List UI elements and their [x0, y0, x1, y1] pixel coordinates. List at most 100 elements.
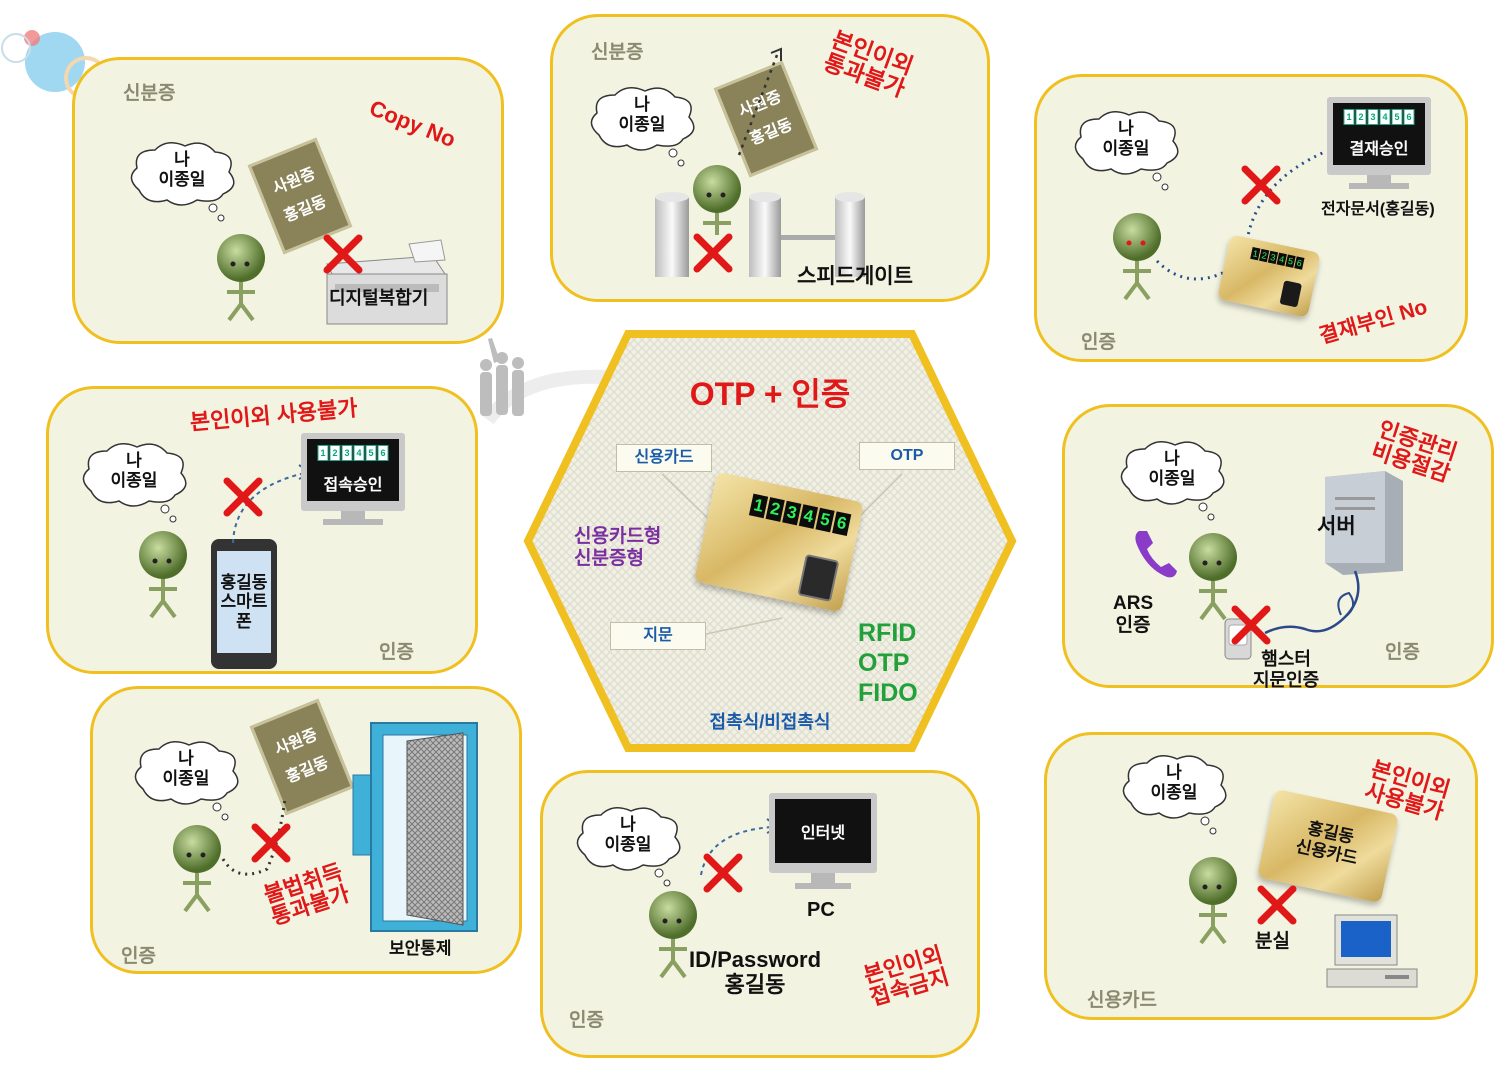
desktop-computer-icon	[1326, 914, 1418, 988]
phone-icon	[1135, 531, 1177, 578]
center-otp-label: OTP	[859, 442, 955, 470]
x-mark-icon	[323, 234, 363, 274]
x-mark-icon	[693, 233, 733, 273]
panel-copier-warn: Copy No	[366, 95, 460, 153]
monitor-base	[1349, 183, 1409, 189]
panel-gate-label: 신분증	[591, 42, 644, 63]
tech-otp: OTP	[858, 649, 910, 677]
panel-server-label: 인증	[1385, 642, 1420, 663]
panel-pc-warn: 본인이외 접속금지	[860, 941, 952, 1011]
hamster-label: 햄스터 지문인증	[1253, 649, 1320, 690]
dotted-path	[737, 47, 782, 156]
ars-label: ARS 인증	[1113, 593, 1154, 636]
door-label: 보안통제	[389, 939, 452, 958]
panel-payment-warn: 결재부인 No	[1316, 295, 1430, 349]
person-icon	[1189, 857, 1237, 945]
panel-payment-label: 인증	[1081, 332, 1116, 353]
x-mark-icon	[251, 823, 291, 863]
internet-screen-text: 인터넷	[800, 825, 846, 842]
decor-people-silhouette	[480, 338, 638, 425]
speed-gate-icon	[655, 192, 865, 277]
panel-door-label: 인증	[121, 946, 156, 967]
server-tower-icon	[1325, 471, 1403, 575]
panel-credit-label: 신용카드	[1087, 990, 1157, 1011]
copier-device-label: 디지털복합기	[329, 288, 429, 308]
x-mark-icon	[703, 853, 743, 893]
center-tech-list: RFID OTP FIDO	[858, 618, 918, 708]
monitor-stand	[1367, 175, 1391, 183]
center-fingerprint-sensor	[797, 553, 840, 603]
cable	[1264, 570, 1360, 635]
fingerprint-sensor	[1279, 280, 1303, 308]
card-type-id: 신분증형	[574, 547, 644, 569]
access-screen-text: 접속승인	[323, 477, 383, 494]
person-icon	[1189, 533, 1237, 621]
credit-card-text: 홍길동 신용카드	[1293, 818, 1360, 869]
pc-label: PC	[807, 899, 835, 921]
panel-pc-label: 인증	[569, 1010, 604, 1031]
center-title: OTP + 인증	[689, 376, 851, 412]
center-otp-digits: 1 2 3 4 5 6	[748, 493, 852, 536]
dotted-path	[1155, 149, 1328, 281]
x-mark-icon	[223, 477, 263, 517]
monitor-base	[795, 883, 851, 889]
speed-gate-label: 스피드게이트	[797, 265, 913, 288]
smartphone: 홍길동 스마트 폰	[211, 539, 277, 669]
card-type-credit: 신용카드형	[574, 526, 662, 547]
login-label: ID/Password 홍길동	[689, 947, 822, 998]
panel-copier-label: 신분증	[123, 83, 176, 104]
tech-fido: FIDO	[858, 679, 918, 707]
server-label: 서버	[1317, 515, 1356, 538]
person-icon	[217, 234, 265, 322]
center-hexagon: OTP + 인증 신용카드 OTP 신용카드형 신분증형 1 2 3 4 5 6…	[522, 328, 1018, 754]
person-icon	[649, 891, 697, 979]
center-card-type: 신용카드형 신분증형	[574, 526, 661, 570]
panel-gate-warn: 본인이외 통과불가	[820, 26, 917, 103]
security-door-icon	[352, 722, 478, 932]
otp-digits-small: 1 2 3 4 5 6	[1250, 246, 1305, 270]
dotted-path	[221, 798, 287, 876]
person-icon	[1113, 213, 1161, 301]
monitor-stand	[341, 511, 365, 519]
x-mark-icon	[1241, 165, 1281, 205]
lost-label: 분실	[1255, 931, 1290, 952]
person-icon	[693, 165, 741, 235]
person-icon	[173, 825, 221, 913]
x-mark-icon	[1231, 605, 1271, 645]
copier-icon	[326, 239, 448, 325]
tech-rfid: RFID	[858, 619, 917, 647]
panel-phone-warn: 본인이외 사용불가	[188, 395, 359, 435]
center-credit-card-label: 신용카드	[616, 444, 712, 472]
center-contact-label: 접촉식/비접촉식	[709, 712, 831, 732]
internet-monitor: 인터넷	[769, 793, 877, 873]
smartphone-screen: 홍길동 스마트 폰	[217, 551, 271, 653]
x-mark-icon	[1257, 885, 1297, 925]
person-icon	[139, 531, 187, 619]
panel-phone-label: 인증	[379, 642, 414, 663]
center-fingerprint-label: 지문	[610, 622, 706, 650]
payment-screen-text: 결재승인	[1349, 141, 1409, 158]
monitor-stand	[811, 873, 835, 883]
monitor-base	[323, 519, 383, 525]
payment-doc-label: 전자문서(홍길동)	[1321, 201, 1435, 218]
